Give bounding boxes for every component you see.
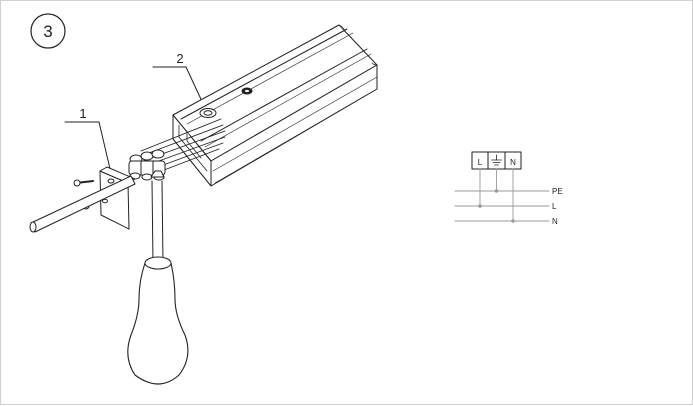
callout-1: 1 (64, 106, 112, 174)
junction-pe (494, 189, 499, 193)
terminal-earth-box (487, 151, 506, 170)
line-label-l: L (552, 202, 557, 211)
rail-hole-icon (241, 87, 253, 95)
step-badge: 3 (30, 13, 66, 49)
callout-1-label: 1 (79, 106, 86, 121)
junction-n (511, 219, 515, 223)
line-label-n: N (552, 217, 558, 226)
wiring-schematic: L N PE L N (454, 151, 563, 226)
junction-l (478, 204, 482, 208)
ground-icon (491, 154, 502, 166)
screwdriver-icon (127, 170, 189, 385)
terminal-n-label: N (510, 158, 516, 167)
terminal-l-label: L (478, 158, 483, 167)
rail-profile (172, 24, 378, 187)
cable-rod (29, 175, 136, 233)
rail-screw-icon (199, 108, 217, 118)
line-label-pe: PE (552, 187, 563, 196)
step-number: 3 (43, 22, 52, 41)
callout-2-label: 2 (176, 51, 183, 66)
